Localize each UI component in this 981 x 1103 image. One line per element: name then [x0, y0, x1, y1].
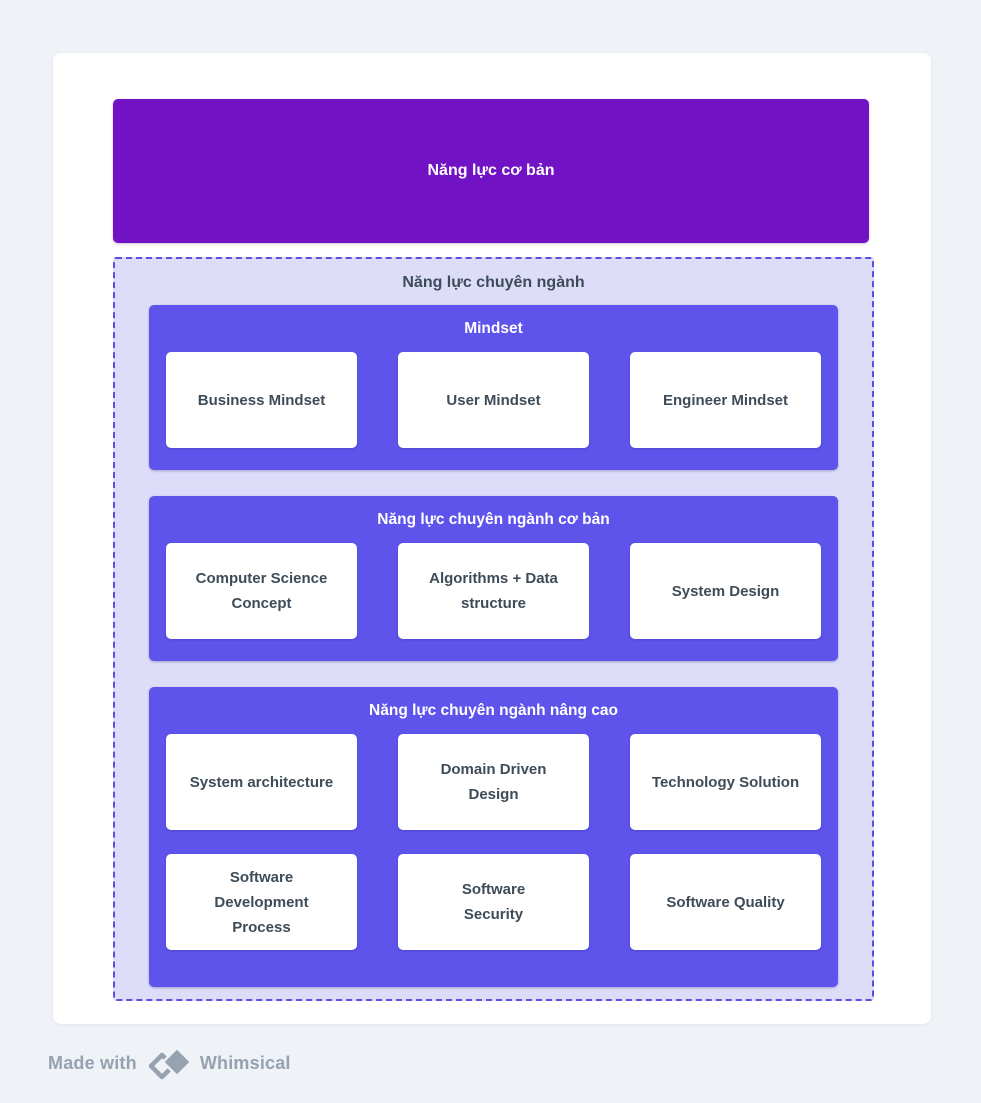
node-software-development-process: Software Development Process: [166, 854, 357, 950]
made-with-label: Made with: [48, 1052, 137, 1073]
node-algorithms-data-structure: Algorithms + Data structure: [398, 543, 589, 639]
card-row: Business Mindset User Mindset Engineer M…: [166, 352, 821, 448]
node-computer-science-concept: Computer Science Concept: [166, 543, 357, 639]
diagram-canvas: Năng lực cơ bản Năng lực chuyên ngành Mi…: [53, 53, 931, 1024]
group-title: Năng lực chuyên ngành: [402, 274, 585, 291]
section-chuyen-nganh-nang-cao: Năng lực chuyên ngành nâng cao System ar…: [149, 687, 838, 987]
section-title: Mindset: [464, 320, 523, 337]
node-user-mindset: User Mindset: [398, 352, 589, 448]
group-nang-luc-chuyen-nganh: Năng lực chuyên ngành Mindset Business M…: [113, 257, 874, 1001]
node-nang-luc-co-ban: Năng lực cơ bản: [113, 99, 869, 243]
node-software-quality: Software Quality: [630, 854, 821, 950]
node-domain-driven-design: Domain Driven Design: [398, 734, 589, 830]
node-system-architecture: System architecture: [166, 734, 357, 830]
node-business-mindset: Business Mindset: [166, 352, 357, 448]
node-label: Năng lực cơ bản: [427, 162, 555, 179]
section-title: Năng lực chuyên ngành cơ bản: [377, 511, 610, 528]
section-mindset: Mindset Business Mindset User Mindset En…: [149, 305, 838, 470]
node-technology-solution: Technology Solution: [630, 734, 821, 830]
whimsical-logo-icon: [148, 1046, 193, 1080]
section-title: Năng lực chuyên ngành nâng cao: [369, 702, 618, 719]
whimsical-brand-label: Whimsical: [199, 1052, 291, 1073]
section-chuyen-nganh-co-ban: Năng lực chuyên ngành cơ bản Computer Sc…: [149, 496, 838, 661]
node-engineer-mindset: Engineer Mindset: [630, 352, 821, 448]
node-system-design: System Design: [630, 543, 821, 639]
made-with-whimsical-badge[interactable]: Made with Whimsical: [48, 1043, 291, 1083]
node-software-security: Software Security: [398, 854, 589, 950]
card-row: Computer Science Concept Algorithms + Da…: [166, 543, 821, 639]
card-grid: System architecture Domain Driven Design…: [166, 734, 821, 950]
